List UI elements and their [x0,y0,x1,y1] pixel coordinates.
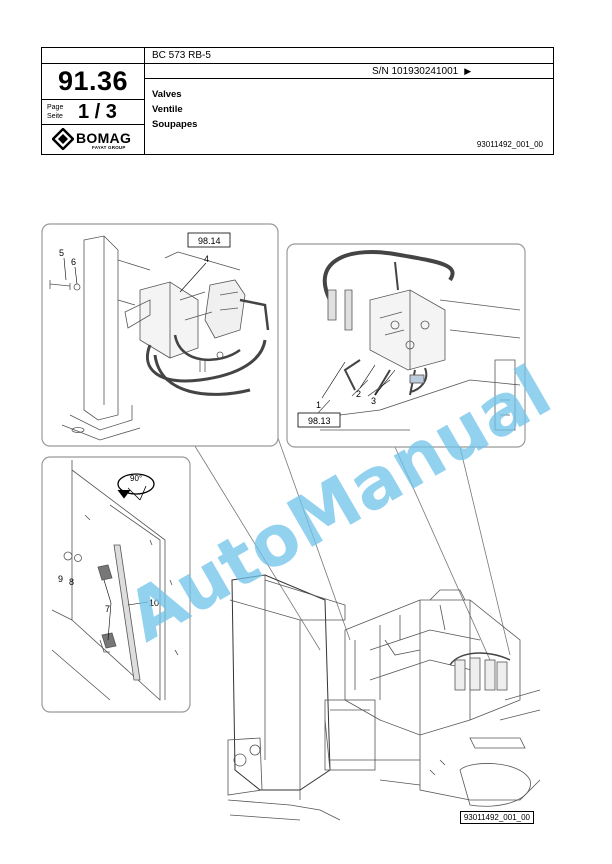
page-label: Page Seite [47,103,63,121]
callout-4: 4 [204,254,209,264]
callout-5: 5 [59,248,64,258]
callout-3: 3 [371,396,376,406]
logo-subtext: FAYAT GROUP [92,145,126,150]
bomag-logo: BOMAG FAYAT GROUP [52,128,138,152]
page-label-de: Seite [47,113,63,120]
chapter-number: 91.36 [57,66,129,96]
detail-frame-c [41,456,191,713]
page-label-en: Page [47,104,64,111]
title-french: Soupapes [152,119,198,130]
header-divider [42,99,144,100]
section-titles: Valves Ventile Soupapes [152,87,197,132]
callout-1: 1 [316,400,321,410]
ref-box-98-13 [297,412,341,428]
callout-6: 6 [71,257,76,267]
title-english: Valves [152,89,182,100]
callout-7: 7 [105,604,110,614]
title-german: Ventile [152,104,183,115]
header-divider [144,63,553,64]
header-divider [144,48,145,154]
figure-id: 93011492_001_00 [459,811,534,824]
serial-number: S/N 101930241001 ▶ [372,66,471,77]
document-reference: 93011492_001_00 [476,140,543,149]
play-arrow-icon: ▶ [464,66,472,76]
ref-label-98-14: 98.14 [198,236,221,246]
header-divider [42,63,144,64]
header-divider [144,78,553,79]
ref-label-98-13: 98.13 [308,416,331,426]
page-number: 1 / 3 [78,101,117,123]
logo-text: BOMAG [76,130,132,146]
ref-box-98-14 [187,232,231,248]
callout-10: 10 [149,598,159,608]
angle-label: 90° [130,474,142,483]
serial-number-text: S/N 101930241001 [372,66,459,77]
bomag-diamond-icon [52,128,74,150]
callout-9: 9 [58,574,63,584]
callout-8: 8 [69,577,74,587]
header-divider [42,124,144,125]
machine-model: BC 573 RB-5 [152,50,211,61]
header-block: BC 573 RB-5 S/N 101930241001 ▶ 91.36 Page… [41,47,554,155]
callout-2: 2 [356,389,361,399]
